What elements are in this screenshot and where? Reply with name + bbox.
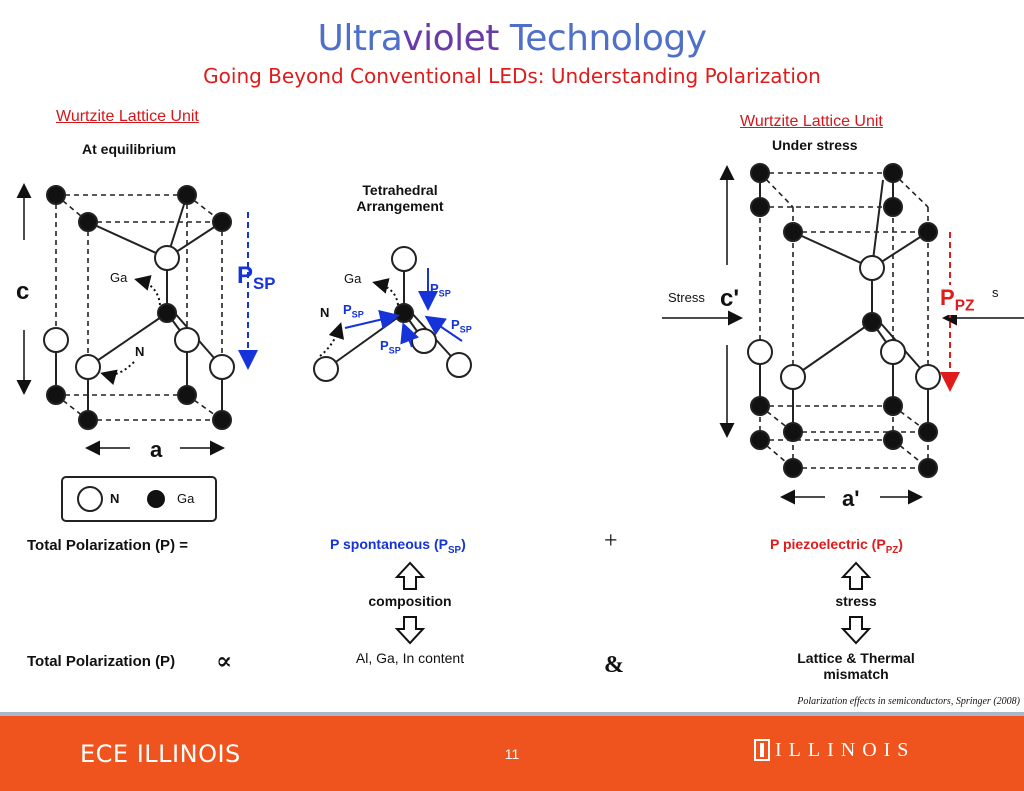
center-psp-bottom-p: P — [380, 338, 389, 353]
left-psp-label: PSP — [237, 262, 275, 294]
proportional-symbol: ∝ — [216, 646, 233, 675]
stress-right-fragment: s — [992, 285, 999, 300]
left-n-label: N — [135, 344, 145, 359]
right-lattice — [759, 172, 929, 469]
left-ga-label: Ga — [110, 270, 128, 285]
center-psp-left: PSP — [343, 302, 364, 320]
center-n-label: N — [320, 305, 330, 320]
ampersand: & — [604, 652, 624, 678]
footer-divider — [0, 712, 1024, 716]
right-axis-c: c' — [720, 285, 740, 312]
page-number: 11 — [504, 746, 520, 762]
hollow-arrows — [394, 561, 872, 645]
center-ga-label: Ga — [344, 271, 362, 286]
right-ppz-label: PPZ — [938, 285, 977, 316]
slide-subtitle: Going Beyond Conventional LEDs: Understa… — [203, 64, 821, 88]
tetrahedral-line1: Tetrahedral — [362, 182, 438, 198]
plus-sign: + — [604, 528, 618, 554]
p-spontaneous-text: P spontaneous (P — [330, 536, 448, 552]
tetrahedron — [313, 246, 472, 382]
p-piezoelectric-text: P piezoelectric (P — [770, 536, 886, 552]
p-spontaneous-sub: SP — [447, 544, 462, 556]
stress-left-label: Stress — [668, 290, 705, 305]
right-ppz-sub: PZ — [954, 297, 975, 315]
center-psp-right-p: P — [451, 317, 460, 332]
mismatch-line2: mismatch — [823, 666, 889, 682]
al-ga-in-content: Al, Ga, In content — [355, 650, 465, 666]
p-piezoelectric: P piezoelectric (PPZ) — [770, 536, 903, 556]
mismatch-line1: Lattice & Thermal — [797, 650, 915, 666]
left-state-label: At equilibrium — [82, 141, 177, 157]
left-lattice-atoms — [43, 185, 235, 430]
title-part-technology: Technology — [498, 18, 707, 59]
center-psp-top-p: P — [430, 281, 439, 296]
center-psp-right-sub: SP — [459, 324, 472, 335]
center-psp-bottom: PSP — [380, 338, 401, 356]
center-psp-right: PSP — [451, 317, 472, 335]
right-lattice-atoms — [747, 163, 941, 478]
center-psp-top: PSP — [430, 281, 451, 299]
stress-label: stress — [835, 593, 877, 609]
illinois-block-i-icon — [754, 739, 770, 761]
right-lattice-label: Wurtzite Lattice Unit — [740, 113, 883, 130]
ece-illinois-brand: ECE ILLINOIS — [80, 740, 241, 768]
p-spontaneous-close: ) — [461, 536, 466, 552]
center-psp-top-sub: SP — [438, 288, 451, 299]
right-axis-a: a' — [842, 486, 860, 511]
p-piezoelectric-sub: PZ — [885, 544, 899, 556]
right-ppz-p: P — [940, 285, 955, 310]
slide-title: Ultraviolet Technology — [0, 18, 1024, 59]
p-spontaneous: P spontaneous (PSP) — [330, 536, 466, 556]
composition-label: composition — [368, 593, 452, 609]
citation: Polarization effects in semiconductors, … — [797, 696, 1020, 707]
center-psp-left-p: P — [343, 302, 352, 317]
total-polarization-eq: Total Polarization (P) = — [27, 537, 188, 554]
center-psp-left-sub: SP — [351, 309, 364, 320]
left-psp-sub: SP — [253, 273, 276, 293]
center-psp-bottom-sub: SP — [388, 345, 401, 356]
legend-n-label: N — [110, 491, 120, 506]
left-axis-a: a — [150, 437, 163, 462]
title-part-ultra: Ultra — [317, 18, 403, 59]
legend-ga-label: Ga — [177, 491, 195, 506]
left-lattice-label: Wurtzite Lattice Unit — [56, 108, 199, 125]
left-axis-c: c — [16, 278, 30, 305]
p-piezoelectric-close: ) — [898, 536, 903, 552]
illinois-wordmark: ILLINOIS — [775, 739, 916, 761]
right-state-label: Under stress — [772, 137, 858, 153]
footer-bar — [0, 716, 1024, 791]
left-psp-p: P — [237, 262, 254, 289]
total-polarization-prop: Total Polarization (P) — [27, 653, 176, 670]
tetrahedral-line2: Arrangement — [356, 198, 444, 214]
title-part-violet: violet — [402, 18, 499, 59]
